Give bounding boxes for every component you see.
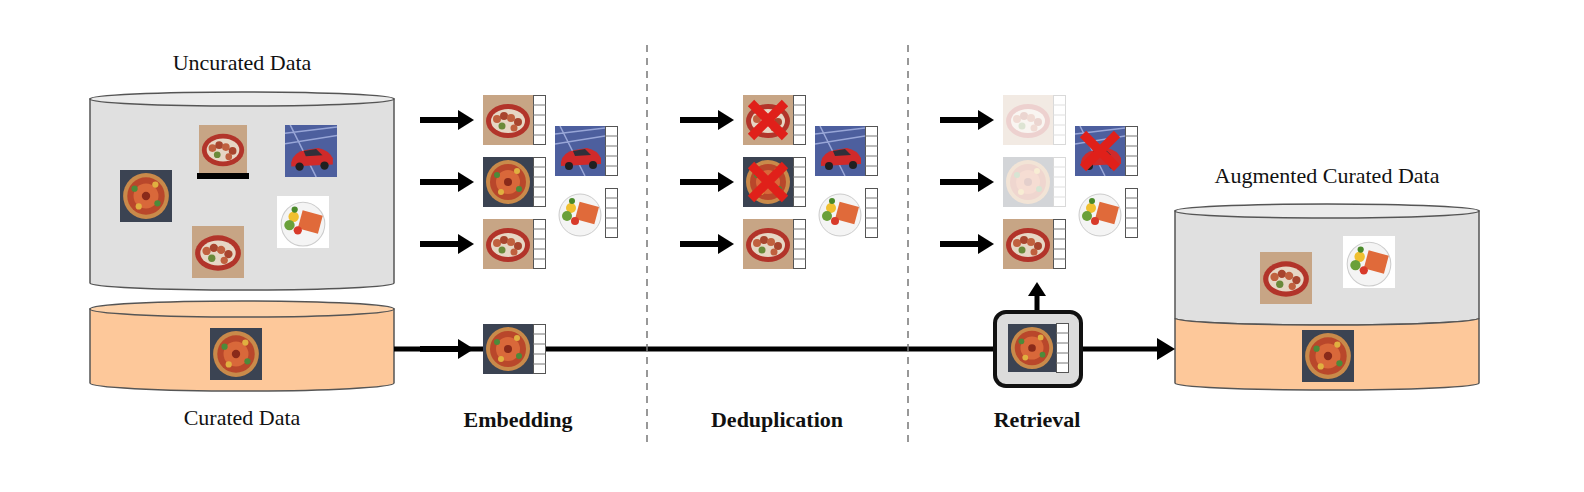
- embedding-vector: [533, 325, 546, 374]
- food-image: [483, 219, 533, 269]
- image-border: [197, 173, 249, 179]
- retrieve-arrow: [1035, 294, 1040, 310]
- embedding-vector: [1125, 127, 1138, 176]
- cylinder-shape: [90, 45, 394, 297]
- embedding-vector: [865, 189, 878, 238]
- embedding-vector: [533, 220, 546, 269]
- food-image: [120, 170, 172, 222]
- cylinder-store: Uncurated Data: [90, 45, 394, 297]
- food-image: [277, 196, 329, 248]
- embedding-vector: [605, 189, 618, 238]
- food-image: [1008, 324, 1056, 372]
- arrow: [420, 234, 474, 254]
- arrowhead: [1157, 338, 1175, 360]
- food-image: [555, 188, 605, 238]
- cylinder-shape: [1175, 160, 1479, 392]
- embedding-vector: [533, 158, 546, 207]
- arrow: [420, 339, 474, 359]
- stage-label: Deduplication: [711, 406, 843, 434]
- embedding-vector: [605, 127, 618, 176]
- augmented-images: [1260, 236, 1395, 382]
- embedding-thumbnails: [483, 95, 618, 374]
- food-image: [210, 328, 262, 380]
- food-image: [199, 125, 247, 173]
- faded-thumbnails: [1003, 95, 1066, 207]
- food-image: [1260, 252, 1312, 304]
- arrow: [420, 172, 474, 192]
- food-image: [1003, 95, 1053, 145]
- arrow: [940, 110, 994, 130]
- cylinder-store: Curated Data: [90, 298, 394, 432]
- flow-connector: [394, 338, 1175, 360]
- arrow: [940, 172, 994, 192]
- cylinder-part: [90, 301, 394, 317]
- car-image: [285, 125, 337, 177]
- arrow: [420, 110, 474, 130]
- embedding-vector: [1056, 324, 1069, 373]
- embedding-vector: [793, 220, 806, 269]
- arrow: [680, 172, 734, 192]
- car-image: [815, 126, 865, 176]
- car-image: [1075, 126, 1125, 176]
- cylinder-store: Augmented Curated Data: [1175, 160, 1479, 392]
- removed-mark: [751, 165, 785, 199]
- cylinder-part: [90, 99, 394, 290]
- query-box: [995, 282, 1081, 386]
- dedup-thumbnails: [743, 95, 878, 269]
- cylinder-part: [1175, 211, 1479, 325]
- food-image: [483, 157, 533, 207]
- embedding-vector: [1053, 158, 1066, 207]
- food-image: [483, 324, 533, 374]
- food-image: [743, 219, 793, 269]
- embedding-vector: [1053, 96, 1066, 145]
- store-title: Augmented Curated Data: [1135, 162, 1519, 190]
- food-image: [1302, 330, 1354, 382]
- food-image: [743, 95, 793, 145]
- car-image: [555, 126, 605, 176]
- stage-label: Embedding: [464, 406, 573, 434]
- cylinder-part: [1175, 318, 1479, 390]
- query-frame: [995, 312, 1081, 386]
- removed-mark: [1083, 134, 1117, 168]
- food-image: [1343, 236, 1395, 288]
- food-image: [1003, 219, 1053, 269]
- embedding-vector: [793, 96, 806, 145]
- embedding-vector: [1053, 220, 1066, 269]
- retrieve-arrowhead: [1028, 282, 1046, 296]
- stage-label: Retrieval: [994, 406, 1081, 434]
- arrow: [680, 110, 734, 130]
- retrieval-thumbnails: [1003, 95, 1138, 269]
- store-title: Uncurated Data: [50, 49, 434, 77]
- food-image: [743, 157, 793, 207]
- cylinder-part: [1175, 204, 1479, 218]
- stage-arrows: [420, 110, 994, 359]
- removed-mark: [751, 103, 785, 137]
- food-image: [815, 188, 865, 238]
- embedding-vector: [533, 96, 546, 145]
- arrow: [680, 234, 734, 254]
- food-image: [192, 226, 244, 278]
- cylinder-part: [90, 92, 394, 106]
- uncurated-images: [120, 125, 337, 278]
- food-image: [483, 95, 533, 145]
- embedding-vector: [793, 158, 806, 207]
- food-image: [1075, 188, 1125, 238]
- food-image: [1003, 157, 1053, 207]
- embedding-vector: [865, 127, 878, 176]
- stage-separator: [647, 45, 908, 445]
- embedding-vector: [1125, 189, 1138, 238]
- arrow: [940, 234, 994, 254]
- cylinder-part: [90, 309, 394, 391]
- store-title: Curated Data: [50, 404, 434, 432]
- connector-line: [394, 347, 1161, 352]
